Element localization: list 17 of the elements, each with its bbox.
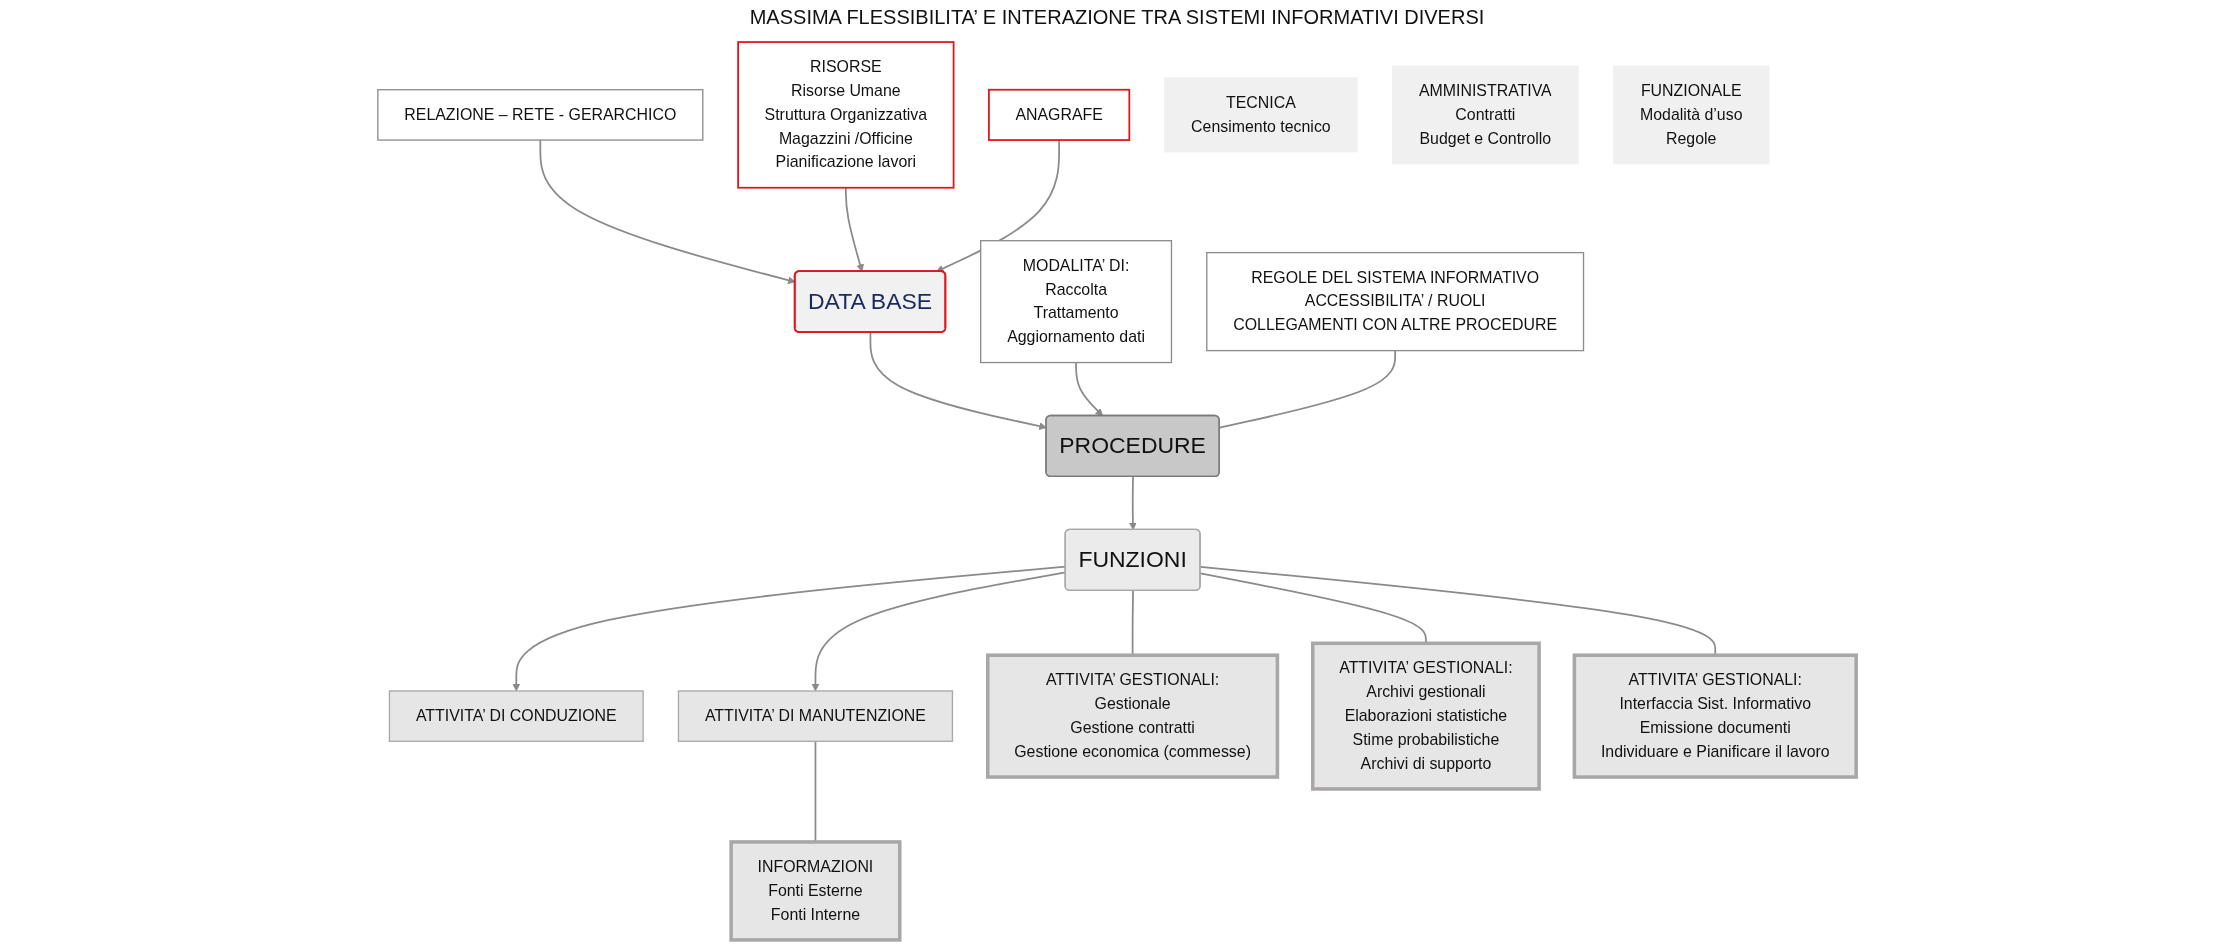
node-box: ATTIVITA’ DI CONDUZIONE [388, 690, 644, 742]
node-box: RELAZIONE – RETE - GERARCHICO [377, 89, 704, 141]
node-box: ANAGRAFE [988, 88, 1131, 141]
node-box: ATTIVITA’ DI MANUTENZIONE [677, 690, 954, 742]
node-box: ATTIVITA’ GESTIONALI: Interfaccia Sist. Informativo Emissione documenti Individuare e Pianificare il lavoro [1572, 653, 1858, 779]
node-box: ATTIVITA’ GESTIONALI: Gestionale Gestione contratti Gestione economica (commesse) [986, 653, 1280, 779]
arrow [1075, 361, 1104, 417]
arrow [1129, 476, 1137, 531]
arrow [936, 139, 1060, 273]
node-box: REGOLE DEL SISTEMA INFORMATIVO ACCESSIBILITA’ / RUOLI COLLEGAMENTI CON ALTRE PROCEDURE [1206, 251, 1585, 352]
node-box: MODALITA’ DI: Raccolta Trattamento Aggiornamento dati [980, 240, 1173, 364]
node-box: ATTIVITA’ GESTIONALI: Archivi gestionali Elaborazioni statistiche Stime probabilistiche Archivi di supporto [1311, 641, 1541, 791]
note-text: MASSIMA FLESSIBILITA’ E INTERAZIONE TRA SISTEMI INFORMATIVI DIVERSI [749, 6, 1485, 29]
node-box: RISORSE Risorse Umane Struttura Organizzativa Magazzini /Officine Pianificazione lavori [737, 41, 955, 189]
arrow [844, 186, 864, 272]
node-box: INFORMAZIONI Fonti Esterne Fonti Interne [729, 840, 902, 942]
arrow [869, 331, 1047, 430]
